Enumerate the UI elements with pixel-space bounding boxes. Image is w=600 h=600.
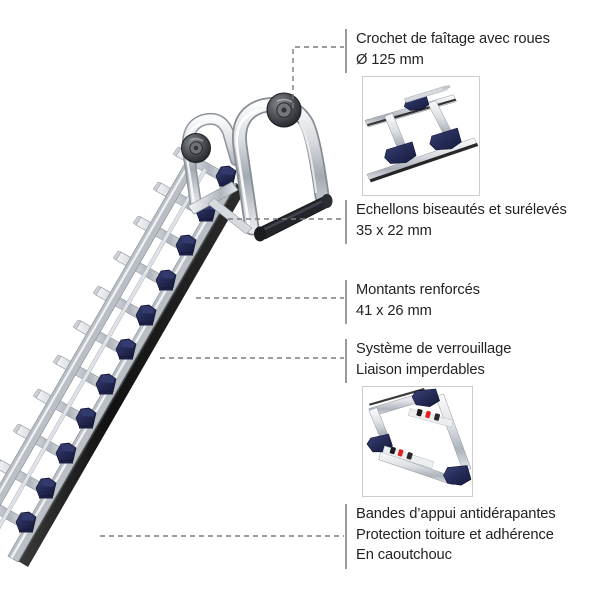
callout-line: 35 x 22 mm: [356, 222, 432, 239]
inset-locking-artwork: [363, 387, 472, 496]
callout-stiles-text: Montants renforcés 41 x 26 mm: [356, 280, 480, 321]
callout-tick: [345, 339, 347, 383]
callout-tick: [345, 29, 347, 73]
callout-locking-text: Système de verrouillage Liaison imperdab…: [356, 339, 511, 380]
inset-locking-detail: [362, 386, 473, 497]
ladder-body: [0, 146, 246, 567]
callout-strips: Bandes d’appui antidérapantes Protection…: [345, 504, 556, 569]
locking-marker-red: [425, 410, 431, 419]
callout-line: 41 x 26 mm: [356, 302, 432, 319]
callout-locking: Système de verrouillage Liaison imperdab…: [345, 339, 511, 383]
callout-strips-text: Bandes d’appui antidérapantes Protection…: [356, 504, 556, 566]
callout-line: En caoutchouc: [356, 547, 452, 563]
callout-tick: [345, 504, 347, 569]
ridge-hook-base-connector: [187, 181, 253, 235]
product-illustration: [0, 92, 333, 567]
callout-ridge-hook: Crochet de faîtage avec roues Ø 125 mm: [345, 29, 550, 73]
callout-line: Système de verrouillage: [356, 341, 512, 357]
callout-tick: [345, 200, 347, 244]
ladder-stile-rear: [7, 177, 237, 563]
locking-marker-red: [397, 449, 404, 457]
callout-line: Liaison imperdables: [356, 361, 485, 378]
callout-tick: [345, 280, 347, 324]
ridge-hook-handle: [254, 194, 333, 242]
ladder-inner-rail: [0, 167, 208, 530]
callout-line: Protection toiture et adhérence: [356, 526, 554, 543]
rubber-anti-slip-strip: [18, 183, 246, 567]
inset-rungs-detail: [362, 76, 480, 196]
ridge-hook-assembly: [181, 92, 333, 242]
callout-rungs: Echellons biseautés et surélevés 35 x 22…: [345, 200, 567, 244]
ridge-hook-wheel-rear: [181, 133, 211, 163]
ladder-stile-front: [0, 157, 198, 507]
callout-line: Ø 125 mm: [356, 51, 424, 68]
callout-ridge-hook-text: Crochet de faîtage avec roues Ø 125 mm: [356, 29, 550, 70]
callout-line: Crochet de faîtage avec roues: [356, 31, 550, 47]
callout-line: Montants renforcés: [356, 282, 480, 298]
callout-rungs-text: Echellons biseautés et surélevés 35 x 22…: [356, 200, 567, 241]
callout-line: Echellons biseautés et surélevés: [356, 202, 567, 218]
callout-line: Bandes d’appui antidérapantes: [356, 506, 556, 522]
ridge-hook-wheel-front: [266, 92, 302, 128]
callout-stiles: Montants renforcés 41 x 26 mm: [345, 280, 480, 324]
inset-rungs-artwork: [363, 77, 479, 195]
